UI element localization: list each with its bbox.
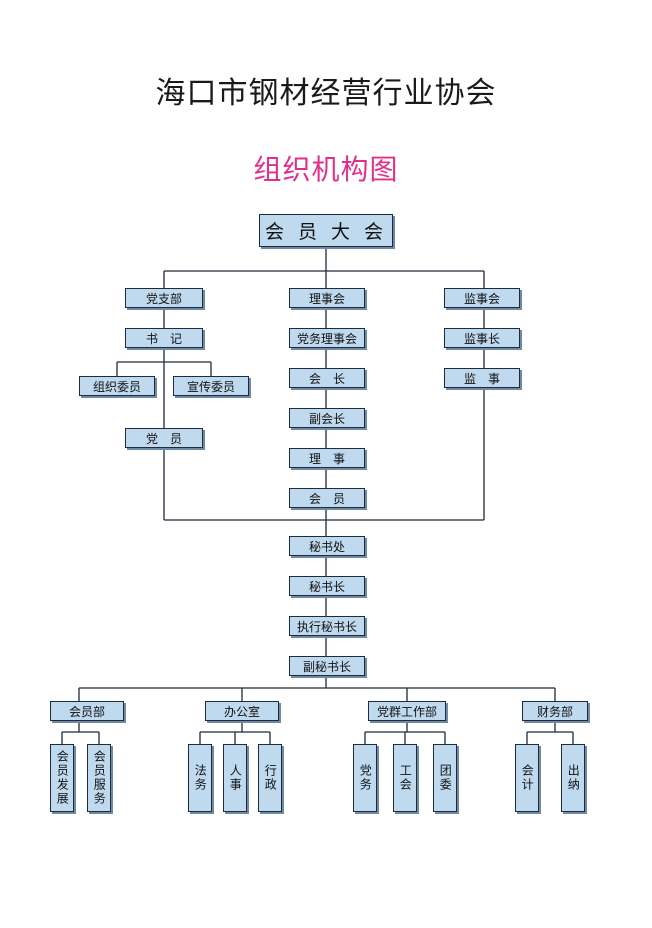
org-title: 海口市钢材经营行业协会 bbox=[155, 76, 497, 111]
node-chief-supervisor: 监事长 bbox=[444, 328, 520, 348]
node-trade-union: 工会 bbox=[393, 744, 417, 812]
node-member: 会 员 bbox=[289, 488, 365, 508]
node-legal-affairs: 法务 bbox=[188, 744, 212, 812]
node-accounting: 会计 bbox=[515, 744, 539, 812]
node-party-branch: 党支部 bbox=[125, 288, 203, 308]
node-finance-dept: 财务部 bbox=[522, 701, 588, 721]
node-secretary-general: 秘书长 bbox=[289, 576, 365, 596]
node-vice-president: 副会长 bbox=[289, 408, 365, 428]
node-party-member: 党 员 bbox=[125, 428, 203, 448]
node-president: 会 长 bbox=[289, 368, 365, 388]
node-council: 理事会 bbox=[289, 288, 365, 308]
node-member-assembly: 会 员 大 会 bbox=[259, 214, 393, 247]
node-organization-member: 组织委员 bbox=[79, 376, 155, 396]
node-youth-league: 团委 bbox=[433, 744, 457, 812]
node-member-development: 会员发展 bbox=[50, 744, 74, 812]
node-secretariat: 秘书处 bbox=[289, 536, 365, 556]
node-administration: 行政 bbox=[258, 744, 282, 812]
node-supervisor: 监 事 bbox=[444, 368, 520, 388]
node-director: 理 事 bbox=[289, 448, 365, 468]
node-executive-secretary-general: 执行秘书长 bbox=[289, 616, 365, 636]
node-personnel: 人事 bbox=[223, 744, 247, 812]
node-secretary: 书 记 bbox=[125, 328, 203, 348]
node-office: 办公室 bbox=[205, 701, 279, 721]
node-membership-dept: 会员部 bbox=[50, 701, 124, 721]
node-member-service: 会员服务 bbox=[87, 744, 111, 812]
node-party-affairs: 党务 bbox=[353, 744, 377, 812]
chart-subtitle: 组织机构图 bbox=[253, 153, 399, 186]
node-cashier: 出纳 bbox=[561, 744, 585, 812]
node-propaganda-member: 宣传委员 bbox=[173, 376, 249, 396]
node-party-mass-dept: 党群工作部 bbox=[368, 701, 446, 721]
node-supervisory-board: 监事会 bbox=[444, 288, 520, 308]
node-executive-council: 党务理事会 bbox=[289, 328, 365, 348]
node-deputy-secretary-general: 副秘书长 bbox=[289, 656, 365, 676]
